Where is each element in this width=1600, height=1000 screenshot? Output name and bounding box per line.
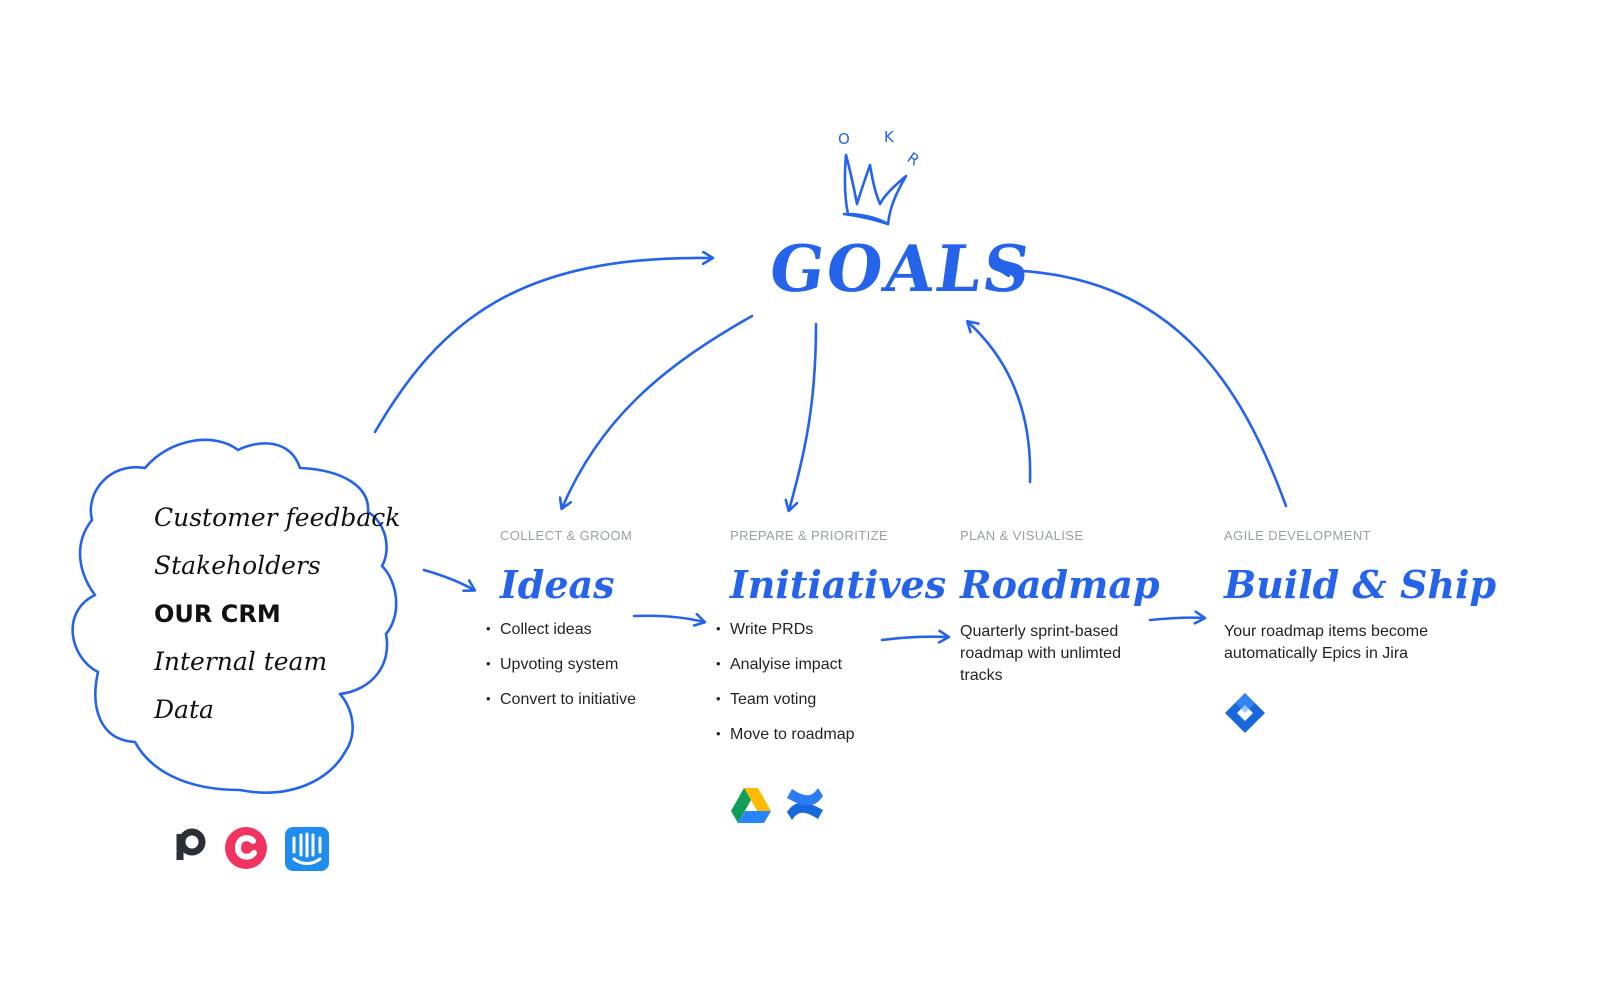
- arrow-sources-to-goals: [373, 258, 712, 434]
- arrow-roadmap-to-build: [1148, 618, 1204, 620]
- stage-initiatives-label: PREPARE & PRIORITIZE: [730, 528, 889, 543]
- source-data: Data: [154, 695, 214, 724]
- list-item: Collect ideas: [486, 621, 636, 639]
- stage-initiatives: PREPARE & PRIORITIZE Initiatives Write P…: [716, 528, 947, 761]
- goals-title: GOALS: [764, 232, 1037, 307]
- source-our-crm: OUR CRM: [154, 600, 281, 628]
- crown-icon: [843, 153, 908, 226]
- canny-icon: [225, 827, 267, 869]
- list-item: Convert to initiative: [486, 691, 636, 709]
- list-item: Analyise impact: [716, 656, 946, 674]
- arrow-goals-to-ideas: [562, 314, 754, 508]
- source-internal-team: Internal team: [154, 647, 328, 676]
- stage-ideas-bullets: Collect ideas Upvoting system Convert to…: [486, 621, 636, 709]
- arrow-build-to-goals: [1000, 270, 1288, 508]
- google-drive-icon: [731, 788, 771, 823]
- stage-roadmap-description: Quarterly sprint-based roadmap with unli…: [960, 623, 1121, 684]
- source-customer-feedback: Customer feedback: [154, 503, 401, 532]
- productboard-icon: [176, 828, 206, 860]
- list-item: Team voting: [716, 691, 946, 709]
- okr-letter-o: O: [838, 130, 850, 148]
- okr-letter-k: K: [884, 128, 894, 146]
- list-item: Move to roadmap: [716, 726, 946, 744]
- stage-build-ship: AGILE DEVELOPMENT Build & Ship Your road…: [1224, 528, 1497, 665]
- stage-build-ship-label: AGILE DEVELOPMENT: [1224, 528, 1371, 543]
- list-item: Write PRDs: [716, 621, 946, 639]
- intercom-icon: [285, 827, 329, 871]
- stage-build-ship-title: Build & Ship: [1224, 562, 1497, 607]
- stage-initiatives-title: Initiatives: [730, 562, 947, 607]
- stage-initiatives-bullets: Write PRDs Analyise impact Team voting M…: [716, 621, 946, 744]
- arrow-roadmap-to-goals: [968, 322, 1032, 484]
- crown-base-icon: [842, 212, 890, 226]
- stage-build-ship-description: Your roadmap items become automatically …: [1224, 623, 1428, 662]
- sources-list: Customer feedback Stakeholders OUR CRM I…: [154, 500, 400, 740]
- arrow-sources-to-ideas: [422, 568, 474, 590]
- source-stakeholders: Stakeholders: [154, 551, 321, 580]
- list-item: Upvoting system: [486, 656, 636, 674]
- stage-roadmap-title: Roadmap: [960, 562, 1160, 607]
- stage-ideas: COLLECT & GROOM Ideas Collect ideas Upvo…: [486, 528, 636, 726]
- stage-roadmap: PLAN & VISUALISE Roadmap Quarterly sprin…: [960, 528, 1160, 687]
- arrow-ideas-to-initiatives: [632, 616, 704, 622]
- arrow-goals-to-initiatives: [789, 322, 818, 510]
- jira-icon: [1225, 693, 1265, 733]
- stage-ideas-title: Ideas: [500, 562, 615, 607]
- confluence-icon: [787, 788, 823, 820]
- stage-ideas-label: COLLECT & GROOM: [500, 528, 633, 543]
- stage-roadmap-label: PLAN & VISUALISE: [960, 528, 1084, 543]
- sources-cloud-outline: [71, 438, 398, 794]
